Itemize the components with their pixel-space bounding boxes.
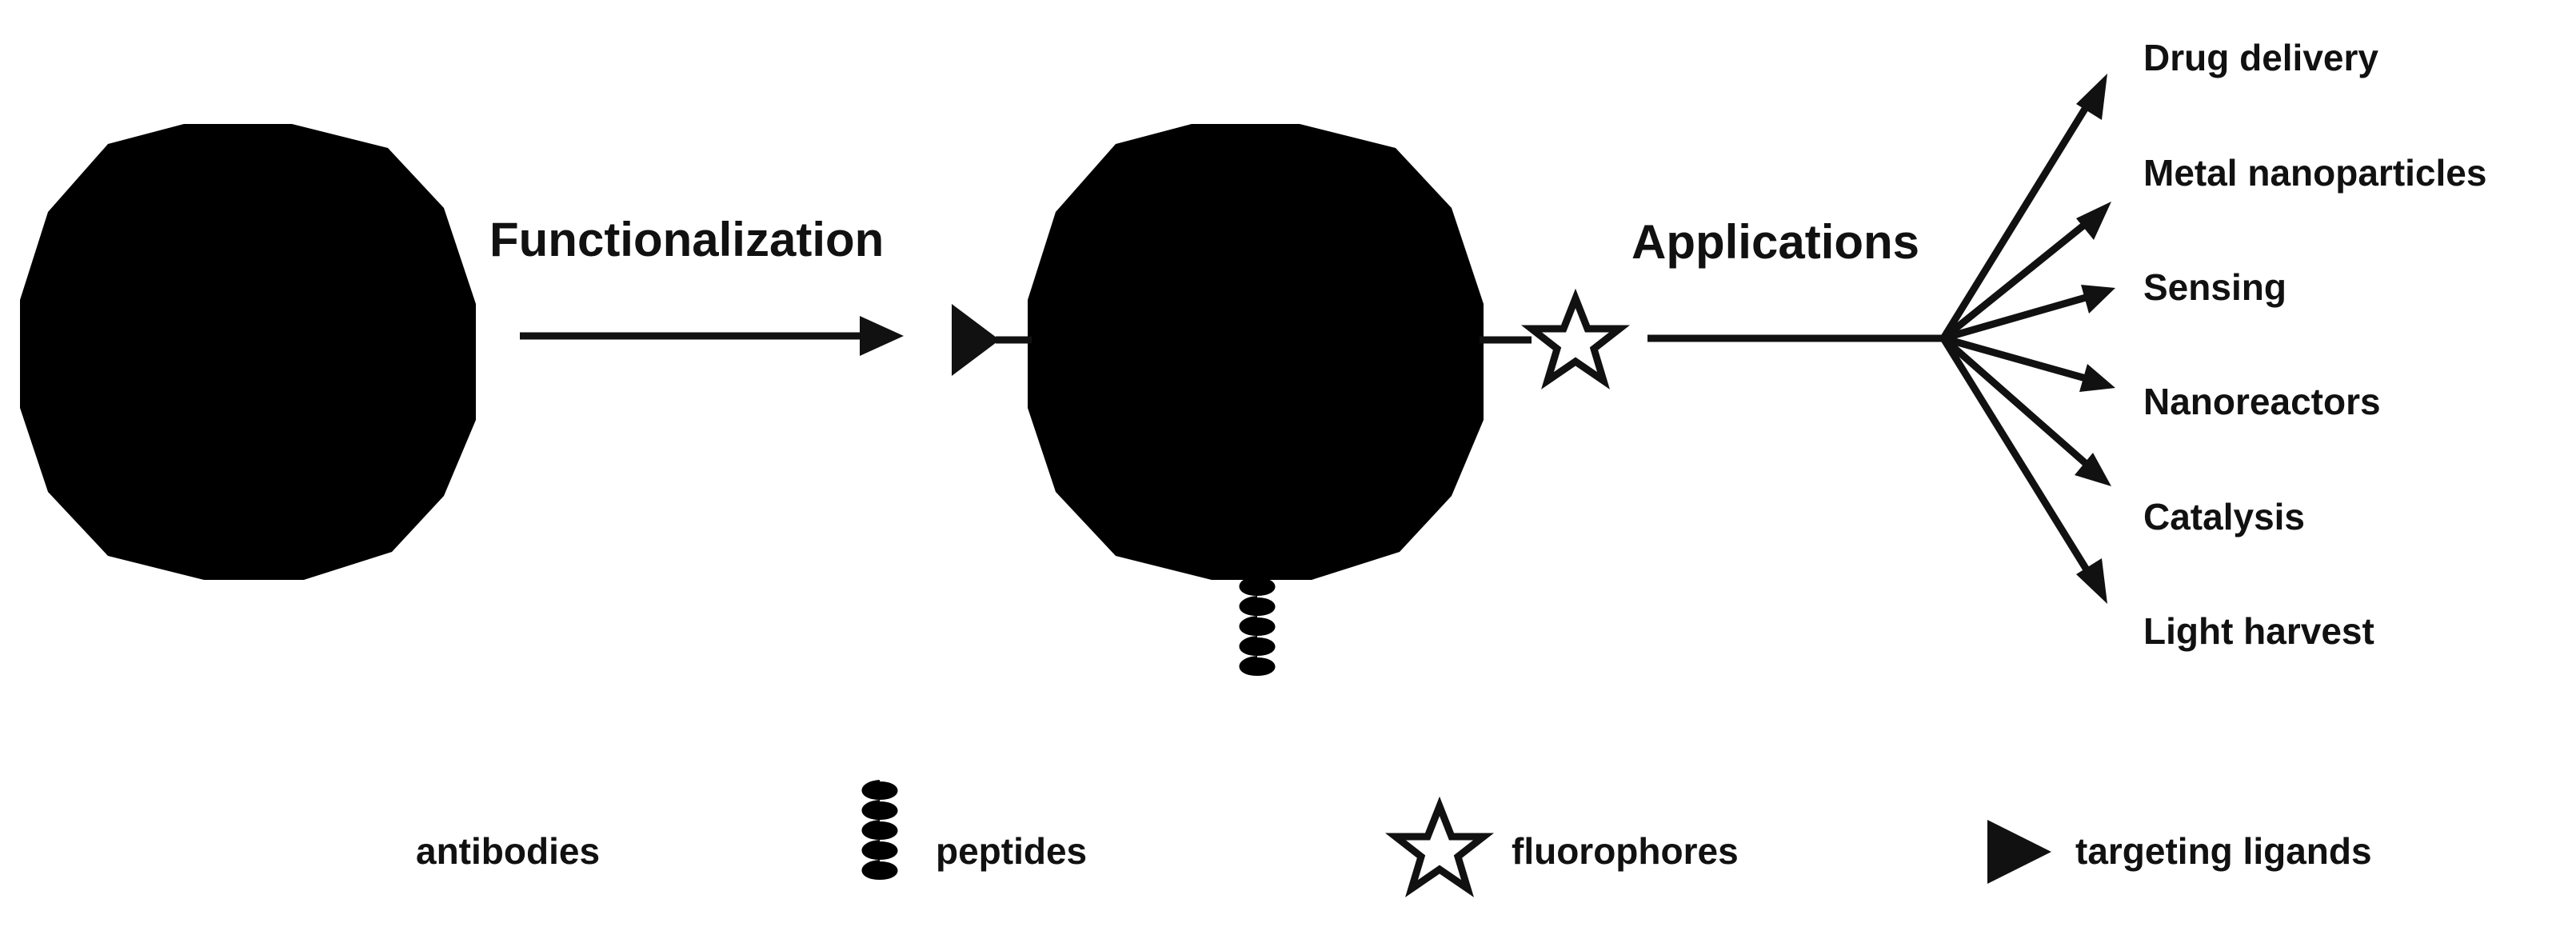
application-item: Catalysis	[2143, 496, 2305, 537]
arrow-light-harvest	[1940, 336, 2099, 586]
legend: antibodies peptides fluorophores targeti…	[239, 764, 2372, 896]
arrowhead-sensing	[2081, 285, 2115, 314]
arrowhead-catalysis	[2075, 453, 2111, 486]
arrowhead-nanoreactors	[2079, 364, 2115, 392]
application-item: Sensing	[2143, 266, 2286, 308]
legend-fluorophore-icon	[1396, 806, 1484, 889]
arrowhead-drug-delivery	[2076, 74, 2107, 120]
arrowhead-light-harvest	[2076, 558, 2107, 604]
application-item: Drug delivery	[2143, 37, 2378, 78]
legend-antibodies-label: antibodies	[416, 830, 600, 872]
legend-targeting-ligands-label: targeting ligands	[2075, 830, 2372, 872]
functionalization-label: Functionalization	[489, 213, 884, 266]
functionalization-arrowhead	[860, 316, 904, 356]
legend-antibody-icon	[239, 789, 369, 892]
antibody-icon	[1180, 8, 1332, 128]
legend-targeting-ligand-icon	[1987, 820, 2051, 884]
functionalized-fullerene	[952, 8, 1619, 692]
application-arrows	[1940, 74, 2115, 604]
application-item: Light harvest	[2143, 610, 2374, 652]
arrow-drug-delivery	[1940, 90, 2099, 341]
legend-peptide-icon	[861, 764, 898, 896]
fullerene-cage-icon	[20, 124, 476, 580]
arrow-sensing	[1942, 292, 2093, 342]
legend-peptides-label: peptides	[936, 830, 1087, 872]
legend-fluorophores-label: fluorophores	[1512, 830, 1739, 872]
targeting-ligand-icon	[952, 304, 1000, 376]
application-item: Metal nanoparticles	[2143, 152, 2486, 194]
arrow-catalysis	[1941, 335, 2098, 475]
arrow-nanoreactors	[1942, 334, 2093, 384]
application-list: Drug delivery Metal nanoparticles Sensin…	[2143, 37, 2486, 652]
arrow-metal-nanoparticles	[1941, 213, 2098, 342]
fullerene-cage-center-icon	[1028, 124, 1484, 580]
arrowhead-metal-nanoparticles	[2076, 202, 2111, 240]
applications-label: Applications	[1631, 215, 1919, 269]
application-item: Nanoreactors	[2143, 381, 2381, 422]
fluorophore-icon	[1532, 298, 1619, 381]
